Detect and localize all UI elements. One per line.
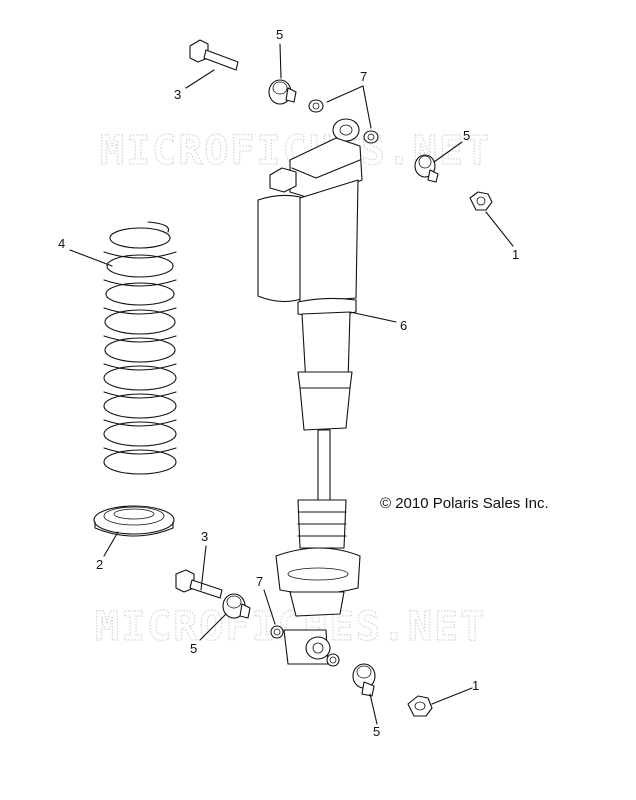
spring-seat bbox=[93, 505, 175, 537]
callout-7-top: 7 bbox=[360, 69, 367, 84]
nut-top bbox=[469, 191, 493, 211]
shock-absorber bbox=[257, 118, 363, 665]
nut-bottom bbox=[407, 695, 433, 717]
washer-bottom-left bbox=[270, 625, 284, 639]
coil-spring bbox=[103, 221, 177, 475]
callout-5-left: 5 bbox=[190, 641, 197, 656]
bushing-bottom bbox=[352, 663, 376, 697]
callout-7-bottom: 7 bbox=[256, 574, 263, 589]
washer-top-right bbox=[363, 130, 379, 144]
bushing-right bbox=[414, 154, 439, 183]
copyright-notice: © 2010 Polaris Sales Inc. bbox=[380, 495, 549, 512]
callout-1-bottom: 1 bbox=[472, 678, 479, 693]
washer-bottom-right bbox=[326, 653, 340, 667]
leader-lines bbox=[69, 43, 514, 725]
callout-2: 2 bbox=[96, 557, 103, 572]
callout-6: 6 bbox=[400, 318, 407, 333]
callout-3-top: 3 bbox=[174, 87, 181, 102]
callout-5-bottom: 5 bbox=[373, 724, 380, 739]
bushing-top bbox=[268, 79, 297, 105]
callout-3-bottom: 3 bbox=[201, 529, 208, 544]
callout-4: 4 bbox=[58, 236, 65, 251]
callout-5-right: 5 bbox=[463, 128, 470, 143]
bolt-bottom bbox=[175, 569, 223, 599]
bushing-left bbox=[222, 593, 251, 619]
callout-5-top: 5 bbox=[276, 27, 283, 42]
bolt-top bbox=[189, 39, 239, 71]
washer-top-left bbox=[308, 99, 324, 113]
callout-1-top: 1 bbox=[512, 247, 519, 262]
